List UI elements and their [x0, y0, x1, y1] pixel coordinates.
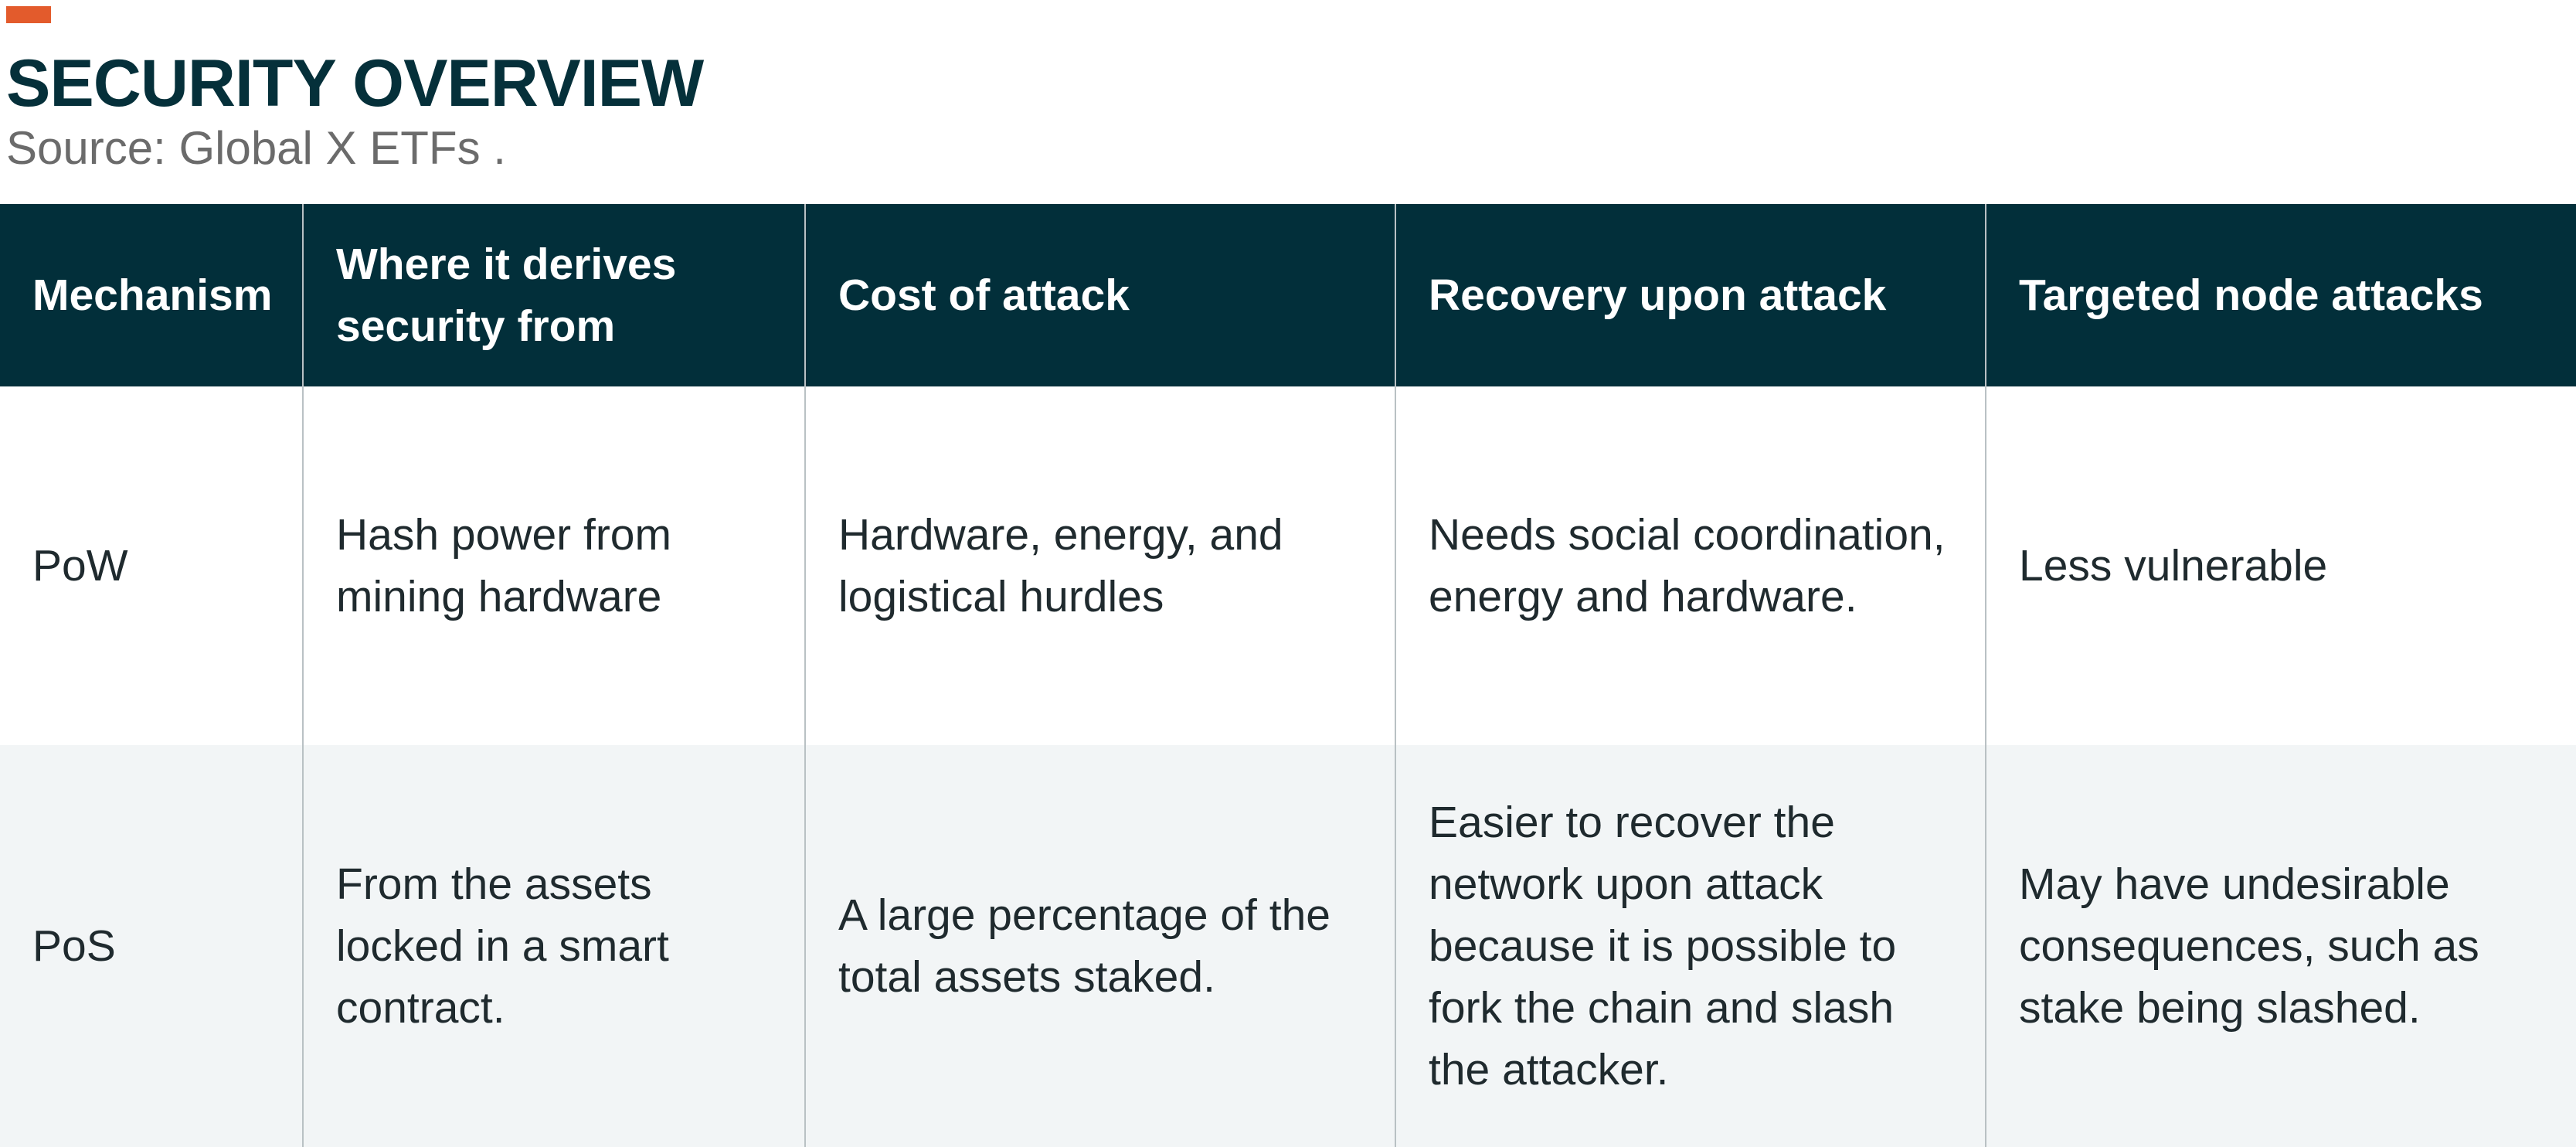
cell-text: A large percentage of the total assets s… — [838, 890, 1330, 1002]
accent-bar — [6, 6, 51, 23]
table-row: PoS From the assets locked in a smart co… — [0, 745, 2576, 1147]
table-cell-cost-of-attack: Hardware, energy, and logistical hurdles — [804, 386, 1395, 745]
column-header-targeted-node-attacks: Targeted node attacks — [1985, 204, 2576, 386]
cell-text: PoS — [32, 921, 116, 971]
column-header-security-source: Where it derives security from — [302, 204, 805, 386]
table-cell-mechanism: PoW — [0, 386, 303, 745]
table-cell-targeted-node-attacks: Less vulnerable — [1985, 386, 2576, 745]
table-header-row: Mechanism Where it derives security from… — [0, 204, 2576, 386]
cell-text: Less vulnerable — [2019, 541, 2328, 591]
table-cell-mechanism: PoS — [0, 745, 303, 1147]
cell-text: PoW — [32, 541, 128, 591]
table-cell-recovery: Needs social coordination, energy and ha… — [1395, 386, 1986, 745]
cell-text: Needs social coordination, energy and ha… — [1429, 510, 1946, 621]
cell-text: Hash power from mining hardware — [336, 510, 671, 621]
security-overview-table: Mechanism Where it derives security from… — [0, 204, 2576, 1147]
column-header-mechanism: Mechanism — [0, 204, 303, 386]
column-header-recovery: Recovery upon attack — [1395, 204, 1986, 386]
cell-text: May have undesirable consequences, such … — [2019, 859, 2479, 1033]
table-cell-security-source: Hash power from mining hardware — [302, 386, 805, 745]
page-title: SECURITY OVERVIEW — [6, 46, 704, 121]
table-cell-security-source: From the assets locked in a smart contra… — [302, 745, 805, 1147]
source-note: Source: Global X ETFs . — [6, 122, 506, 174]
cell-text: From the assets locked in a smart contra… — [336, 859, 669, 1033]
table-cell-cost-of-attack: A large percentage of the total assets s… — [804, 745, 1395, 1147]
cell-text: Easier to recover the network upon attac… — [1429, 798, 1897, 1094]
table-cell-targeted-node-attacks: May have undesirable consequences, such … — [1985, 745, 2576, 1147]
table-cell-recovery: Easier to recover the network upon attac… — [1395, 745, 1986, 1147]
table-row: PoW Hash power from mining hardware Hard… — [0, 386, 2576, 745]
column-header-cost-of-attack: Cost of attack — [804, 204, 1395, 386]
cell-text: Hardware, energy, and logistical hurdles — [838, 510, 1283, 621]
